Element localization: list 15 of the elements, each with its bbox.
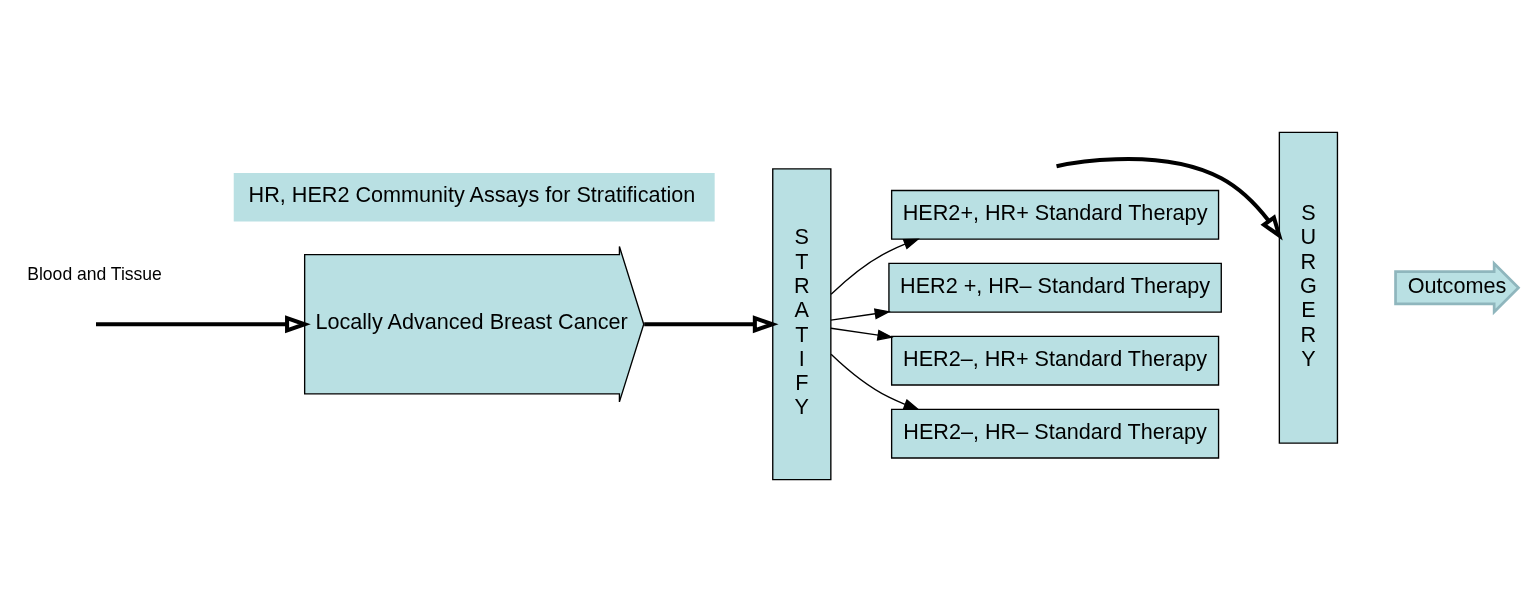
arrow xyxy=(830,238,920,295)
arrow xyxy=(830,353,920,410)
node-box: HER2+, HR+ Standard Therapy xyxy=(890,189,1220,240)
arrow xyxy=(1056,157,1283,241)
arrow xyxy=(96,315,311,334)
arrow xyxy=(644,315,779,334)
label: Blood and Tissue xyxy=(27,264,162,285)
arrow xyxy=(830,327,894,341)
node-box: HER2–, HR– Standard Therapy xyxy=(890,408,1220,459)
node-box: HR, HER2 Community Assays for Stratification xyxy=(233,172,715,222)
node-box: HER2–, HR+ Standard Therapy xyxy=(890,335,1220,386)
node-box: S T R A T I F Y xyxy=(772,168,832,481)
node-box: S U R G E R Y xyxy=(1278,131,1339,444)
node-box: HER2 +, HR– Standard Therapy xyxy=(888,262,1222,313)
arrow xyxy=(830,308,891,321)
